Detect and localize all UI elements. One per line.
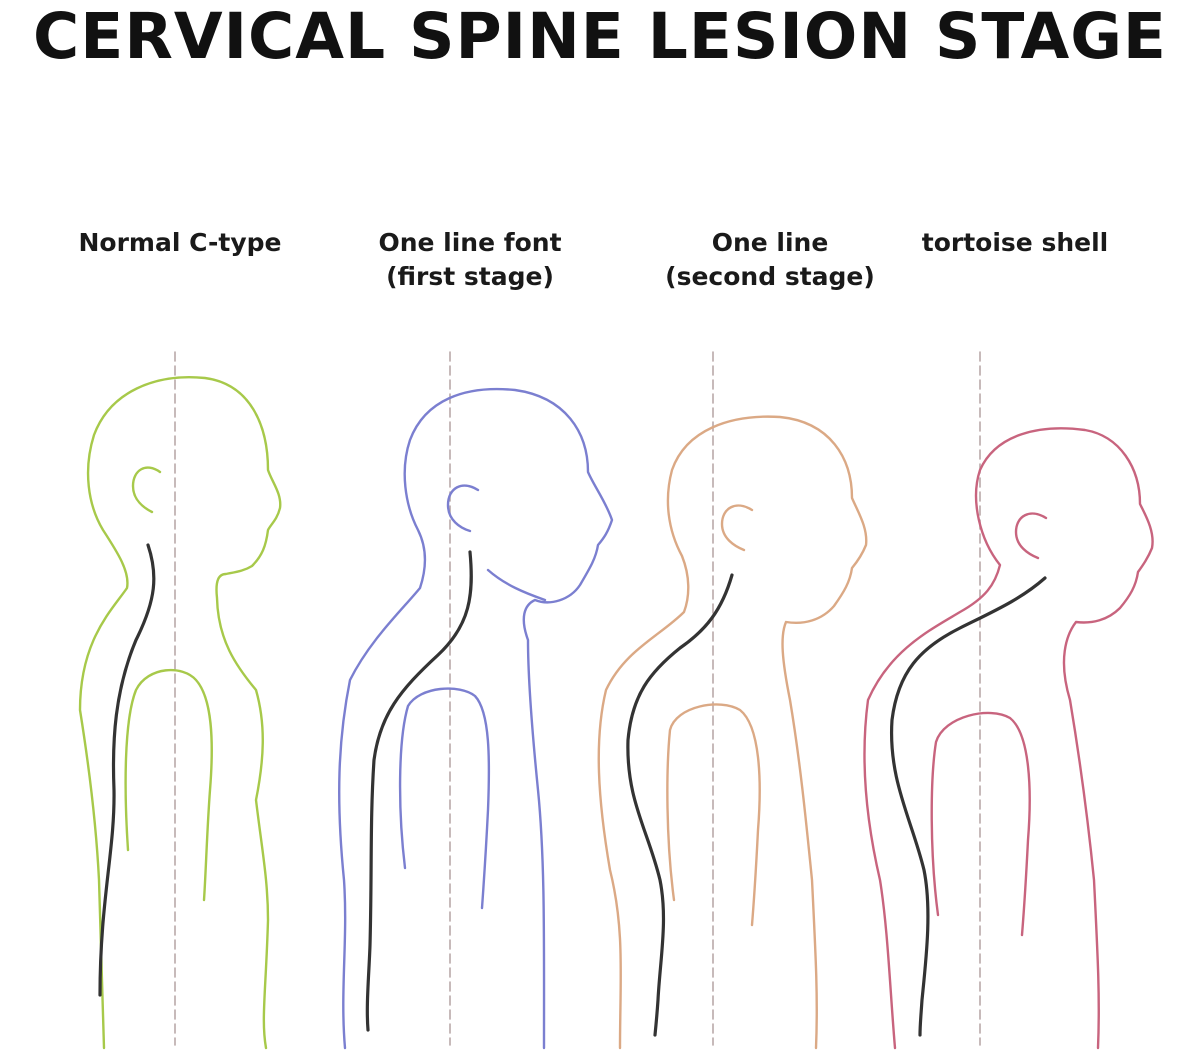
ear-outline xyxy=(446,484,480,533)
body-outline xyxy=(597,415,868,1050)
stage-label-line1: One line xyxy=(711,228,829,257)
stage-label-line1: One line font xyxy=(378,228,562,257)
figure-tortoise-shell xyxy=(863,351,1154,1050)
ear-outline xyxy=(131,466,162,514)
stage-label-line2: (second stage) xyxy=(665,262,875,291)
spine-line xyxy=(889,576,1047,1037)
arm-outline xyxy=(666,703,761,927)
ear-outline xyxy=(1014,512,1048,560)
stage-label-line2: (first stage) xyxy=(386,262,554,291)
body-outline xyxy=(863,427,1154,1050)
page-title: CERVICAL SPINE LESION STAGE xyxy=(33,0,1167,73)
stage-label-normal: Normal C-type xyxy=(60,226,300,260)
stage-label-first-stage: One line font (first stage) xyxy=(350,226,590,294)
arm-outline xyxy=(930,711,1031,937)
figure-normal xyxy=(78,351,282,1050)
figure-first-stage xyxy=(338,351,614,1050)
spine-line xyxy=(626,573,734,1037)
stage-label-second-stage: One line (second stage) xyxy=(640,226,900,294)
spine-line xyxy=(98,543,156,997)
spine-line xyxy=(365,550,473,1032)
stage-label-line1: Normal C-type xyxy=(78,228,282,257)
body-outline xyxy=(78,376,282,1050)
jaw-line xyxy=(486,568,547,602)
figure-second-stage xyxy=(597,351,868,1050)
stage-label-tortoise-shell: tortoise shell xyxy=(900,226,1130,260)
arm-outline xyxy=(124,668,213,902)
ear-outline xyxy=(720,504,754,552)
stage-label-line1: tortoise shell xyxy=(921,228,1109,257)
arm-outline xyxy=(398,687,491,910)
body-outline xyxy=(338,387,614,1050)
